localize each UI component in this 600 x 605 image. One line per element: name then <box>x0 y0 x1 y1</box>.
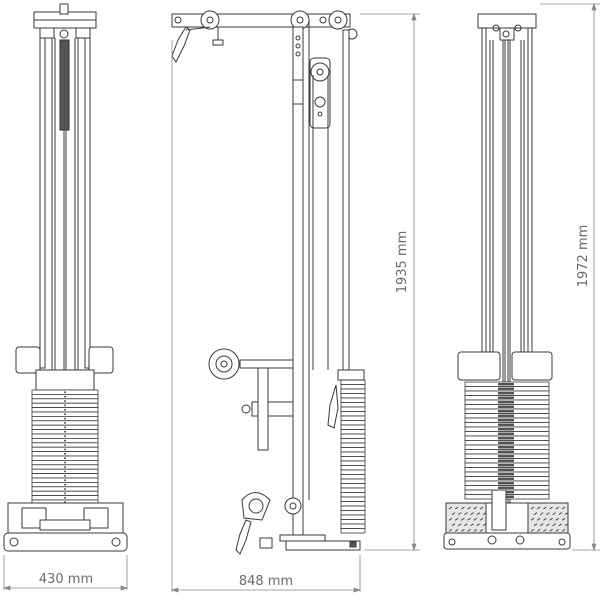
back-right-upright <box>527 27 533 359</box>
weight-plate <box>340 528 366 534</box>
weight-plate <box>340 483 366 489</box>
carabiner-icon <box>235 519 252 555</box>
weight-plate <box>340 465 366 471</box>
back-base <box>443 532 571 550</box>
weight-plate <box>340 447 366 453</box>
weight-plate <box>340 519 366 525</box>
carabiner-icon <box>171 26 191 63</box>
weight-plate <box>340 415 366 421</box>
weight-plate <box>340 496 366 502</box>
weight-plate <box>340 384 366 390</box>
weight-plate <box>340 451 366 457</box>
weight-plate <box>340 379 366 385</box>
side-top-beam <box>171 13 351 28</box>
weight-plate <box>340 487 366 493</box>
depth-dimension-label: 848 mm <box>239 574 293 589</box>
weight-plate <box>340 510 366 516</box>
front-left-shroud <box>15 346 41 374</box>
back-height-dimension-label: 1972 mm <box>576 225 591 288</box>
back-top-frame <box>477 13 537 29</box>
weight-plate <box>340 438 366 444</box>
weight-plate <box>340 411 366 417</box>
weight-plate <box>340 469 366 475</box>
weight-plate <box>340 492 366 498</box>
pulley-icon <box>328 10 348 30</box>
back-left-upright <box>481 27 487 359</box>
front-right-upright <box>84 37 91 369</box>
back-right-shroud <box>511 351 553 381</box>
weight-plate <box>340 523 366 529</box>
pulley-icon <box>200 10 220 30</box>
back-left-shroud <box>457 351 501 381</box>
side-view <box>171 10 366 555</box>
weight-plate <box>340 424 366 430</box>
weight-plate <box>340 442 366 448</box>
back-view <box>443 13 571 550</box>
weight-plate <box>340 456 366 462</box>
front-pulley-cable <box>59 39 70 131</box>
grip-pattern <box>448 506 569 532</box>
weight-plate <box>340 406 366 412</box>
side-height-dimension-label: 1935 mm <box>395 231 410 294</box>
weight-plate <box>340 433 366 439</box>
weight-plate <box>340 501 366 507</box>
front-left-upright <box>39 37 46 369</box>
side-rear-upright <box>342 29 350 381</box>
weight-plate <box>340 505 366 511</box>
weight-plate <box>340 478 366 484</box>
weight-plate <box>340 402 366 408</box>
weight-plate <box>340 397 366 403</box>
front-weight-stack <box>31 389 99 505</box>
pulley-icon <box>290 10 310 30</box>
back-left-foot-plate <box>445 502 487 534</box>
weight-plate <box>340 514 366 520</box>
pulley-icon <box>248 498 264 514</box>
weight-plate <box>340 420 366 426</box>
weight-plate <box>340 393 366 399</box>
weight-plate <box>340 429 366 435</box>
side-weight-stack <box>340 379 366 534</box>
weight-plate <box>340 388 366 394</box>
width-dimension-label: 430 mm <box>39 572 93 587</box>
pulley-icon <box>284 497 302 515</box>
weight-plate <box>340 460 366 466</box>
adjustment-knob-icon <box>208 348 240 380</box>
front-view <box>3 3 128 552</box>
weight-plate <box>340 474 366 480</box>
side-base <box>285 540 361 551</box>
dimension-lines <box>2 2 600 593</box>
front-right-shroud <box>88 346 114 374</box>
pulley-icon <box>310 62 330 82</box>
back-weight-stack <box>464 381 550 500</box>
